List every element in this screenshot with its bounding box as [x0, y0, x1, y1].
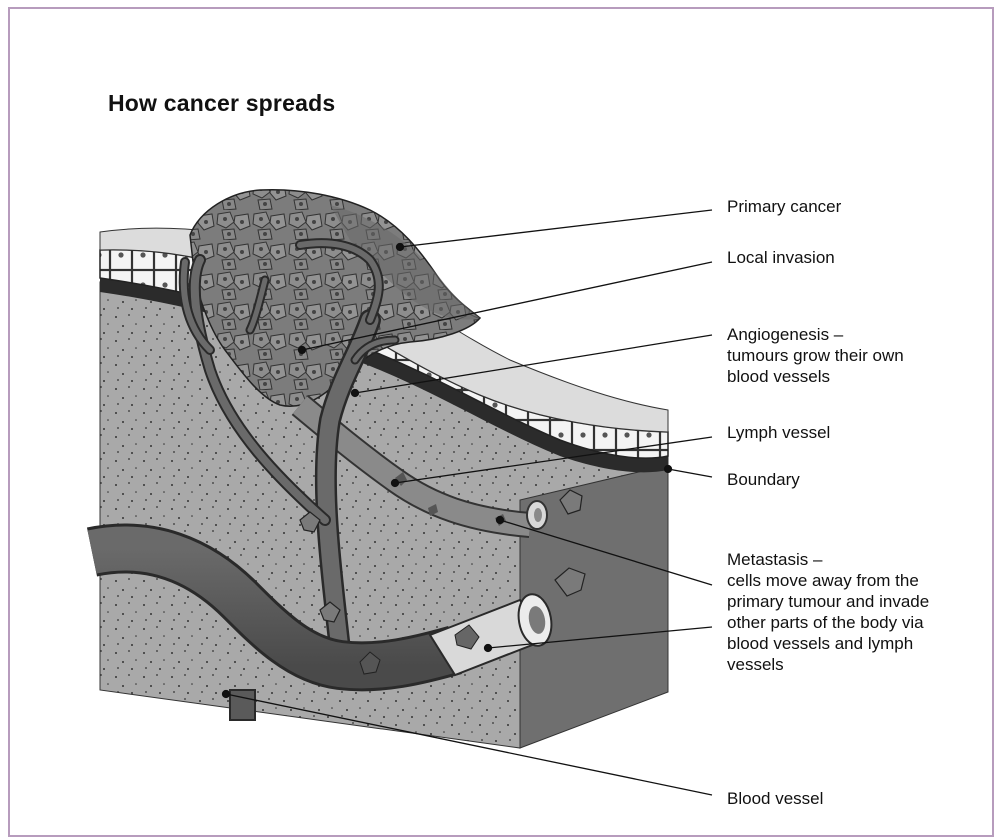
label-blood-vessel: Blood vessel — [727, 788, 823, 809]
label-lymph-vessel: Lymph vessel — [727, 422, 830, 443]
label-metastasis-line1: Metastasis – — [727, 549, 929, 570]
leader-primary-cancer — [400, 210, 712, 247]
leader-dot-meta-blood — [485, 645, 492, 652]
leader-boundary — [668, 469, 712, 477]
label-angiogenesis-line2: tumours grow their own — [727, 345, 904, 366]
label-angiogenesis: Angiogenesis – tumours grow their own bl… — [727, 324, 904, 387]
leader-dot-primary — [397, 244, 404, 251]
leader-dot-local — [299, 347, 306, 354]
label-angiogenesis-line3: blood vessels — [727, 366, 904, 387]
label-primary-cancer: Primary cancer — [727, 196, 841, 217]
label-angiogenesis-line1: Angiogenesis – — [727, 324, 904, 345]
leader-dot-lymph — [392, 480, 399, 487]
label-boundary: Boundary — [727, 469, 800, 490]
label-metastasis-line6: vessels — [727, 654, 929, 675]
label-metastasis-line3: primary tumour and invade — [727, 591, 929, 612]
label-metastasis-line4: other parts of the body via — [727, 612, 929, 633]
label-metastasis-line5: blood vessels and lymph — [727, 633, 929, 654]
label-local-invasion: Local invasion — [727, 247, 835, 268]
label-metastasis: Metastasis – cells move away from the pr… — [727, 549, 929, 675]
leader-dot-boundary — [665, 466, 672, 473]
leader-dot-blood — [223, 691, 230, 698]
label-metastasis-line2: cells move away from the — [727, 570, 929, 591]
leader-dot-angio — [352, 390, 359, 397]
leader-dot-meta-lymph — [497, 517, 504, 524]
